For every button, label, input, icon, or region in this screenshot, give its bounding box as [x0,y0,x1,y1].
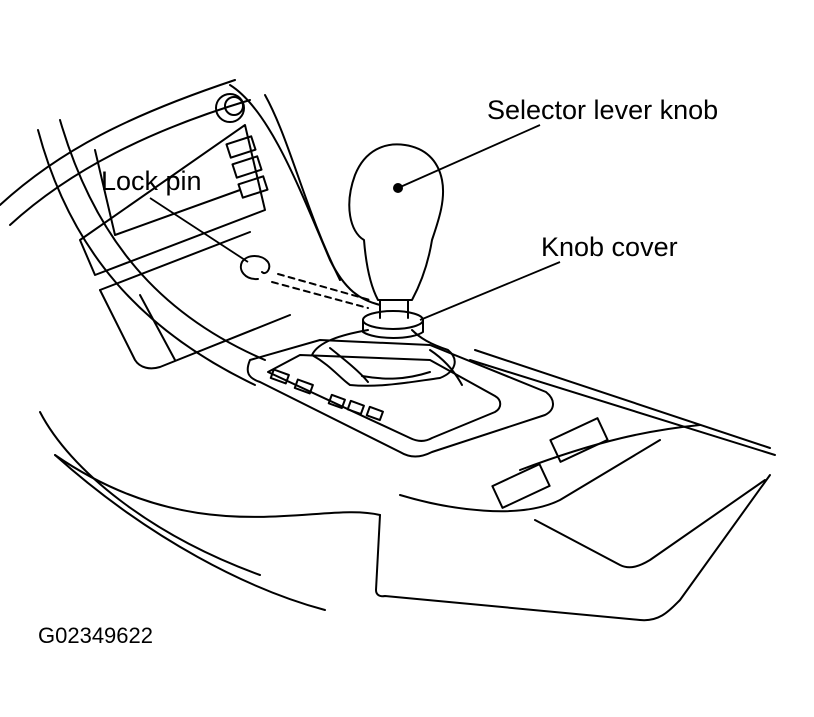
center-stack-inner [264,94,341,281]
lock-pin-clip [239,255,271,281]
center-stack-upper [94,149,241,236]
label-selector-lever-knob: Selector lever knob [487,95,719,125]
console-outline-bottom-edge [54,454,326,611]
knob-dial [215,93,245,123]
armrest-edge [399,439,661,513]
dash-line-2 [9,99,251,226]
knob-cover-fold-2 [429,349,463,386]
indicator-1 [269,368,290,385]
shifter-bezel-outer [246,339,554,458]
label-lock-pin: Lock pin [101,166,202,196]
console-seam [54,454,381,518]
lever-shaft [379,299,409,319]
dash-top-line [0,79,236,206]
console-right-top-2 [474,349,771,449]
indicator-5 [365,405,384,422]
knob-cover-fold-3 [361,371,431,380]
indicator-4 [346,399,365,416]
leader-selector-knob [397,124,541,189]
center-stack-face [79,124,266,276]
storage-recess-top [99,231,251,291]
indicator-3 [327,393,346,410]
knob-cover-collar-side [362,319,424,339]
leader-dot-knob [393,183,403,193]
seam-2 [519,424,701,471]
selector-knob [348,143,444,301]
figure-id: G02349622 [38,623,153,648]
lock-pin-dashed-line-2 [277,273,371,301]
knob-dial-inner [224,96,244,116]
stack-button-3 [237,175,269,199]
armrest-pad [534,479,766,569]
armrest-outline [375,474,771,622]
shifter-plate [267,354,502,442]
leader-lock-pin [149,197,249,263]
console-outline-bottom-left [39,411,261,576]
indicator-2 [293,378,314,395]
leader-knob-cover [419,261,561,321]
stack-button-2 [231,155,263,179]
knob-cover-collar [362,310,424,330]
storage-recess-inner [139,294,176,361]
storage-recess [99,289,291,370]
knob-cover-boot [311,329,456,387]
console-switch-2 [491,463,551,509]
lock-pin-dashed-line [271,281,369,309]
knob-cover-fold-1 [329,347,369,383]
console-switch-1 [549,417,609,463]
stack-button-1 [225,135,257,159]
console-outline-left [37,129,256,386]
console-right-top [469,359,776,456]
label-knob-cover: Knob cover [541,232,678,262]
